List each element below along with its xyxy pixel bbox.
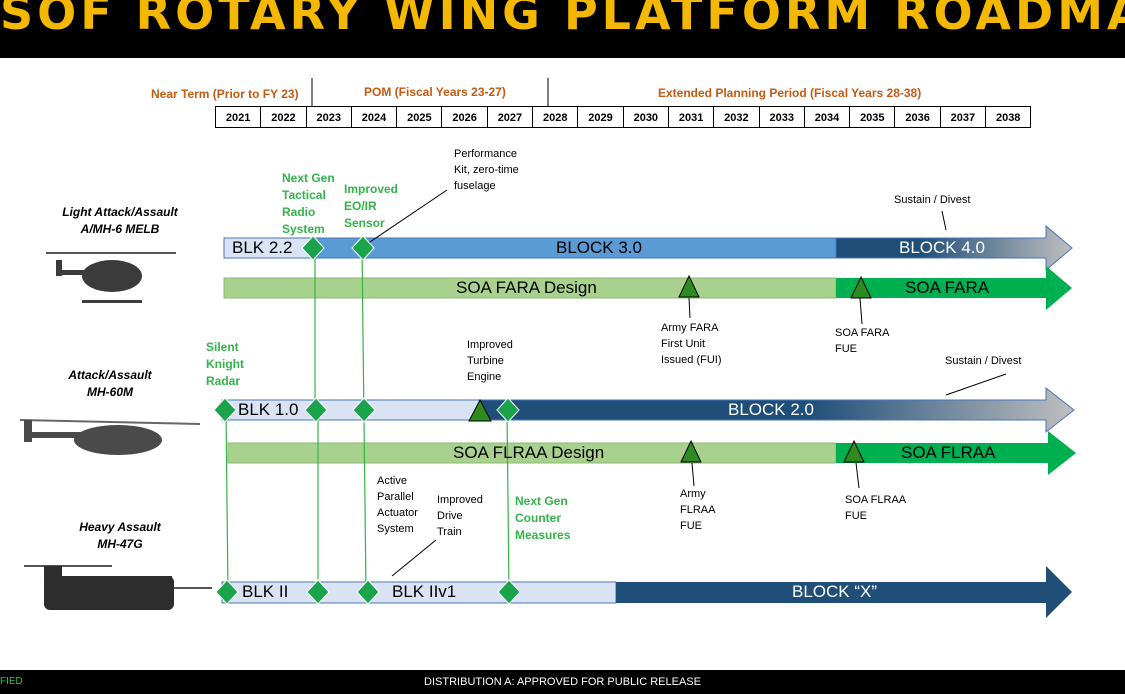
period-pom: POM (Fiscal Years 23-27) [364,85,506,99]
bar-block20 [479,386,1075,434]
helicopter-image-light [46,252,176,303]
pointer-line [941,210,947,231]
milestone-sustain-1: Sustain / Divest [894,194,971,206]
connector-line [506,409,510,593]
label-flraa-design: SOA FLRAA Design [453,443,605,462]
label-soa-flraa: SOA FLRAA [901,443,996,462]
pointer-line [859,297,863,325]
pointer-line [688,297,691,319]
triangle-marker [680,439,702,463]
bar-block40 [835,224,1073,272]
label-blk10: BLK 1.0 [238,400,299,419]
pointer-line [691,462,695,487]
triangle-marker [678,274,700,298]
helicopter-image-heavy [24,565,212,610]
diamond-marker [351,235,375,261]
triangle-marker [843,439,865,463]
diamond-marker [306,579,330,605]
year-cell: 2038 [985,106,1032,128]
bar-blockx [616,566,1072,618]
label-blkii: BLK II [242,582,289,601]
footer: FIED DISTRIBUTION A: APPROVED FOR PUBLIC… [0,670,1125,694]
diamond-marker [213,397,237,423]
period-near-term: Near Term (Prior to FY 23) [151,87,299,101]
label-blkiiv1: BLK IIv1 [392,582,457,601]
diamond-marker [215,579,239,605]
triangle-marker [468,398,492,422]
connector-line [225,409,229,593]
pointer-line [855,462,860,489]
diamond-marker [356,579,380,605]
diamond-marker [497,579,521,605]
label-block30: BLOCK 3.0 [556,238,642,257]
pointer-line [363,189,448,247]
footer-distribution: DISTRIBUTION A: APPROVED FOR PUBLIC RELE… [424,676,701,688]
pointer-line [945,373,1007,396]
page-title: SOF ROTARY WING PLATFORM ROADMAP [0,0,1125,40]
label-block40: BLOCK 4.0 [899,238,985,257]
label-fara-design: SOA FARA Design [456,278,597,297]
triangle-marker [850,275,872,299]
diamond-marker [301,235,325,261]
diamond-marker [352,397,376,423]
helicopter-image-attack [19,419,201,455]
title-bar: SOF ROTARY WING PLATFORM ROADMAP [0,0,1125,58]
pointer-line [391,539,437,577]
label-blk22: BLK 2.2 [232,238,293,257]
label-block20: BLOCK 2.0 [728,400,814,419]
label-blockx: BLOCK “X” [792,582,878,601]
milestone-sustain-2: Sustain / Divest [945,355,1022,367]
period-extended: Extended Planning Period (Fiscal Years 2… [658,86,922,100]
label-soa-fara: SOA FARA [905,278,990,297]
footer-classification: FIED [0,676,23,687]
diamond-marker [304,397,328,423]
bar-soa-flraa [836,431,1076,475]
bar-soa-fara [836,266,1072,310]
diamond-marker [496,397,520,423]
